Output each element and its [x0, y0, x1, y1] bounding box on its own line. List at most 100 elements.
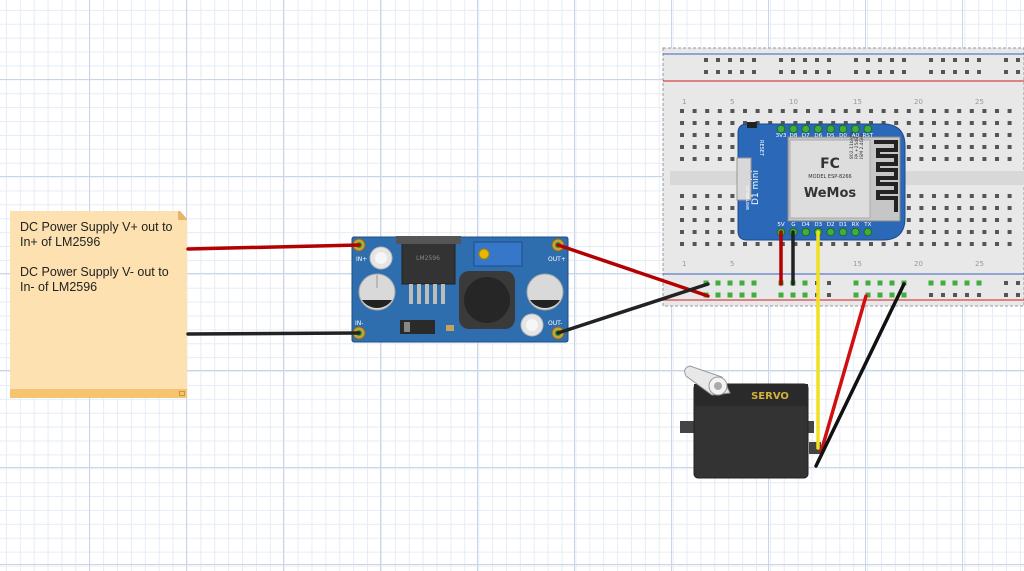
- strip-hole[interactable]: [944, 242, 949, 246]
- strip-hole[interactable]: [919, 206, 924, 210]
- strip-hole[interactable]: [894, 109, 899, 113]
- d1-top-pin[interactable]: [851, 124, 860, 134]
- strip-hole[interactable]: [932, 121, 936, 125]
- strip-hole[interactable]: [705, 218, 710, 222]
- strip-hole[interactable]: [705, 133, 710, 137]
- wire-servo-ground[interactable]: [814, 282, 906, 468]
- strip-hole[interactable]: [768, 242, 773, 246]
- strip-hole[interactable]: [717, 194, 722, 198]
- strip-hole[interactable]: [705, 206, 710, 210]
- strip-hole[interactable]: [995, 242, 999, 246]
- rail-hole[interactable]: [929, 70, 933, 74]
- strip-hole[interactable]: [730, 121, 735, 125]
- strip-hole[interactable]: [969, 109, 974, 113]
- strip-hole[interactable]: [957, 218, 962, 222]
- strip-hole[interactable]: [717, 133, 722, 137]
- rail-hole[interactable]: [803, 70, 807, 74]
- strip-hole[interactable]: [944, 218, 949, 222]
- rail-hole[interactable]: [953, 70, 957, 74]
- rail-hole[interactable]: [977, 70, 981, 74]
- strip-hole[interactable]: [692, 121, 697, 125]
- strip-hole[interactable]: [869, 121, 873, 125]
- rail-hole[interactable]: [716, 70, 720, 74]
- strip-hole[interactable]: [831, 242, 836, 246]
- strip-hole[interactable]: [932, 218, 936, 222]
- strip-hole[interactable]: [982, 230, 987, 234]
- strip-hole[interactable]: [957, 230, 962, 234]
- strip-hole[interactable]: [995, 109, 999, 113]
- strip-hole[interactable]: [982, 157, 987, 161]
- strip-hole[interactable]: [932, 145, 936, 149]
- strip-hole[interactable]: [982, 145, 987, 149]
- strip-hole[interactable]: [780, 109, 785, 113]
- rail-hole[interactable]: [779, 70, 783, 74]
- strip-hole[interactable]: [944, 206, 949, 210]
- strip-hole[interactable]: [818, 121, 823, 125]
- strip-hole[interactable]: [843, 121, 848, 125]
- rail-hole[interactable]: [1016, 58, 1020, 62]
- rail-hole[interactable]: [1016, 293, 1020, 297]
- strip-hole[interactable]: [1007, 206, 1012, 210]
- strip-hole[interactable]: [869, 109, 873, 113]
- strip-hole[interactable]: [995, 121, 999, 125]
- strip-hole[interactable]: [705, 109, 710, 113]
- strip-hole[interactable]: [831, 109, 836, 113]
- strip-hole[interactable]: [932, 242, 936, 246]
- strip-hole[interactable]: [919, 230, 924, 234]
- rail-hole[interactable]: [779, 58, 783, 62]
- strip-hole[interactable]: [906, 218, 911, 222]
- reset-button[interactable]: [747, 122, 757, 128]
- strip-hole[interactable]: [856, 242, 861, 246]
- rail-hole[interactable]: [953, 293, 957, 297]
- strip-hole[interactable]: [919, 157, 924, 161]
- strip-hole[interactable]: [982, 242, 987, 246]
- strip-hole[interactable]: [944, 194, 949, 198]
- strip-hole[interactable]: [919, 145, 924, 149]
- rail-hole[interactable]: [977, 293, 981, 297]
- rail-hole[interactable]: [1004, 58, 1008, 62]
- d1-bottom-pin[interactable]: [826, 227, 835, 237]
- rail-hole[interactable]: [827, 281, 831, 285]
- rail-hole[interactable]: [902, 70, 906, 74]
- strip-hole[interactable]: [680, 121, 684, 125]
- strip-hole[interactable]: [919, 242, 924, 246]
- strip-hole[interactable]: [806, 109, 810, 113]
- rail-hole[interactable]: [977, 58, 981, 62]
- strip-hole[interactable]: [692, 157, 697, 161]
- d1-bottom-pin[interactable]: [838, 227, 848, 237]
- rail-hole[interactable]: [815, 58, 819, 62]
- d1-top-pin[interactable]: [789, 124, 798, 134]
- rail-hole[interactable]: [866, 70, 870, 74]
- strip-hole[interactable]: [730, 230, 735, 234]
- strip-hole[interactable]: [881, 121, 886, 125]
- rail-hole[interactable]: [890, 70, 894, 74]
- strip-hole[interactable]: [717, 157, 722, 161]
- strip-hole[interactable]: [818, 109, 823, 113]
- rail-hole[interactable]: [740, 70, 744, 74]
- strip-hole[interactable]: [755, 121, 760, 125]
- strip-hole[interactable]: [730, 109, 735, 113]
- strip-hole[interactable]: [932, 230, 936, 234]
- strip-hole[interactable]: [806, 121, 810, 125]
- strip-hole[interactable]: [680, 218, 684, 222]
- strip-hole[interactable]: [1007, 194, 1012, 198]
- strip-hole[interactable]: [919, 194, 924, 198]
- strip-hole[interactable]: [881, 242, 886, 246]
- rail-hole[interactable]: [1004, 293, 1008, 297]
- strip-hole[interactable]: [906, 206, 911, 210]
- rail-hole[interactable]: [854, 70, 858, 74]
- d1-top-pin[interactable]: [826, 124, 835, 134]
- strip-hole[interactable]: [919, 109, 924, 113]
- strip-hole[interactable]: [717, 121, 722, 125]
- strip-hole[interactable]: [982, 194, 987, 198]
- strip-hole[interactable]: [957, 133, 962, 137]
- rail-hole[interactable]: [953, 58, 957, 62]
- strip-hole[interactable]: [881, 109, 886, 113]
- strip-hole[interactable]: [995, 194, 999, 198]
- strip-hole[interactable]: [780, 242, 785, 246]
- strip-hole[interactable]: [957, 157, 962, 161]
- strip-hole[interactable]: [995, 133, 999, 137]
- strip-hole[interactable]: [717, 206, 722, 210]
- strip-hole[interactable]: [705, 157, 710, 161]
- strip-hole[interactable]: [680, 206, 684, 210]
